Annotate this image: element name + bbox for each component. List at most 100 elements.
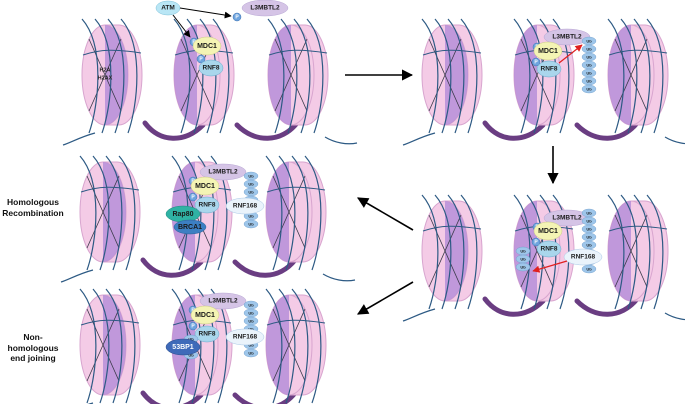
phospho-label: P	[199, 57, 203, 63]
rnf168-shape	[225, 328, 265, 346]
octamer-division	[86, 175, 120, 249]
mdc1-shape	[533, 221, 563, 241]
l3mbtl2-label: L3MBTL2	[250, 5, 280, 12]
l3mbtl2-label: L3MBTL2	[208, 298, 238, 305]
rnf8-label: RNF8	[199, 202, 216, 209]
rnf8-shape	[194, 196, 220, 214]
dna-wrap	[184, 288, 202, 404]
phospho-label: P	[534, 240, 538, 246]
rnf168-shape	[563, 248, 603, 266]
rnf168-protein: RNF168	[225, 328, 265, 346]
nucleosome-left	[79, 288, 141, 404]
rnf8-label: RNF8	[541, 246, 558, 253]
rnf8-label: RNF8	[541, 66, 558, 73]
phospho-circle	[531, 237, 541, 247]
dna-wrap	[552, 194, 570, 310]
dna-wrap	[304, 288, 322, 404]
phospho-mark: P	[188, 192, 198, 202]
rnf8-ubiquitination-arrow	[558, 44, 583, 64]
rnf8-protein: RNF8	[194, 196, 220, 214]
mdc1-shape	[192, 36, 222, 56]
dna-wrap	[447, 18, 465, 134]
dna-wrap	[291, 288, 309, 404]
ubiquitin-label: Ub	[586, 54, 592, 59]
h2ax-label: H2AX	[98, 75, 113, 81]
dna-tail	[664, 312, 685, 321]
dna-wrap	[118, 155, 136, 271]
dna-tail	[62, 132, 96, 146]
linker-dna	[574, 120, 640, 141]
nucleosome-right	[607, 18, 669, 134]
ubiquitin-label: Ub	[248, 310, 254, 315]
dna-wrap	[82, 49, 142, 56]
ubiquitin-label: Ub	[586, 62, 592, 67]
octamer-division	[428, 214, 462, 288]
dna-wrap	[184, 155, 202, 271]
dna-wrap	[421, 194, 439, 310]
ubiquitin	[515, 262, 531, 272]
l3mbtl2-protein: L3MBTL2	[241, 0, 289, 17]
dna-wrap	[434, 18, 452, 134]
phospho-label: P	[235, 15, 239, 21]
dna-wrap	[646, 18, 664, 134]
dna-wrap	[633, 194, 651, 310]
nucleosome-left	[421, 194, 483, 310]
octamer-division	[86, 308, 120, 382]
dna-wrap	[81, 18, 99, 134]
linker-dna	[574, 296, 640, 317]
dna-wrap	[607, 18, 625, 134]
dna-wrap	[422, 49, 482, 56]
dna-wrap	[607, 194, 625, 310]
scene-homologous-recombination: L3MBTL2PMDC1PRNF8UbUbUbUbUbUbUbUbUbUbRNF…	[60, 155, 356, 283]
ubiquitin-label: Ub	[248, 342, 254, 347]
ubiquitin-label: Ub	[188, 336, 194, 341]
dna-wrap	[633, 18, 651, 134]
rnf8-shape	[198, 59, 224, 77]
rap80-label: Rap80	[172, 211, 193, 218]
ubiquitin-label: Ub	[520, 256, 526, 261]
ubiquitin-label: Ub	[586, 210, 592, 215]
53bp1-protein: 53BP1	[165, 338, 201, 356]
dna-wrap	[268, 49, 328, 56]
octamer-division	[88, 38, 122, 112]
dna-wrap	[266, 186, 326, 193]
rnf8-protein: RNF8	[536, 60, 562, 78]
ubiquitin-label: Ub	[586, 218, 592, 223]
dna-wrap	[94, 18, 112, 134]
octamer-division	[428, 38, 462, 112]
ubiquitin	[243, 348, 259, 358]
linker-dna	[482, 296, 546, 317]
mdc1-label: MDC1	[195, 183, 215, 190]
atm-to-l3mbtl2-arrow	[179, 7, 232, 19]
scene-rnf8-ubiquitination: L3MBTL2PMDC1PRNF8UbUbUbUbUbUbUb	[402, 18, 685, 146]
nucleosome-center	[173, 18, 235, 134]
mdc1-label: MDC1	[538, 48, 558, 55]
dna-wrap	[620, 18, 638, 134]
phospho-label: P	[191, 195, 195, 201]
ubiquitin-label: Ub	[586, 86, 592, 91]
histone-h2a-shade	[174, 25, 197, 125]
rnf168-label: RNF168	[233, 334, 258, 341]
dna-wrap	[646, 194, 664, 310]
nhej-label-line2: end joining	[10, 353, 56, 364]
scene-atm-activation: H2AH2AXATML3MBTL2PPMDC1PRNF8	[62, 0, 358, 146]
dna-wrap	[278, 288, 296, 404]
rnf8-protein: RNF8	[536, 240, 562, 258]
ubiquitin-label: Ub	[248, 189, 254, 194]
rnf8-shape	[536, 240, 562, 258]
dna-tail	[322, 273, 356, 282]
octamer-division	[272, 308, 306, 382]
ubiquitin-label: Ub	[248, 213, 254, 218]
ubiquitin-label: Ub	[188, 352, 194, 357]
rnf168-ubiquitination-arrow	[532, 260, 568, 273]
phospho-mark: P	[531, 57, 541, 67]
dna-wrap	[265, 155, 283, 271]
rap80-protein: Rap80	[165, 205, 201, 223]
dna-wrap	[186, 18, 204, 134]
nucleosome-right	[607, 194, 669, 310]
mdc1-shape	[190, 305, 220, 325]
mdc1-protein: MDC1	[533, 221, 563, 241]
